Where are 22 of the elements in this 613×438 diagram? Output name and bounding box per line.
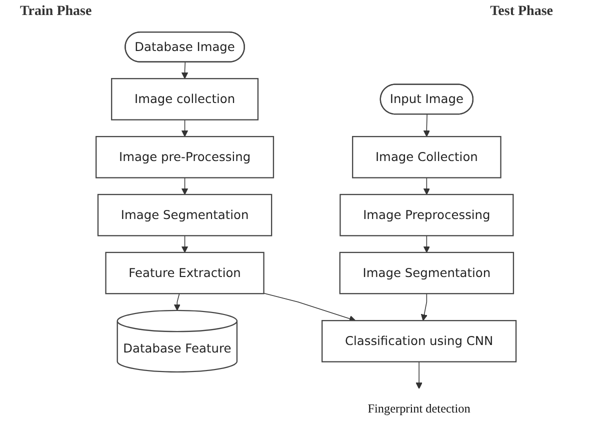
arrow bbox=[424, 177, 430, 195]
node-box: Image Segmentation bbox=[98, 194, 273, 236]
arrow bbox=[182, 177, 189, 195]
arrow bbox=[264, 292, 356, 322]
phase-heading: Test Phase bbox=[490, 4, 553, 21]
arrow bbox=[182, 119, 189, 137]
node-box: Image pre-Processing bbox=[96, 136, 274, 178]
node-box: Image Preprocessing bbox=[340, 194, 514, 236]
phase-heading: Train Phase bbox=[20, 4, 92, 21]
arrow bbox=[174, 293, 181, 311]
node-box: Image Collection bbox=[352, 136, 502, 178]
arrow bbox=[182, 235, 189, 253]
node-box: Feature Extraction bbox=[106, 252, 265, 294]
arrow bbox=[424, 114, 430, 137]
arrow bbox=[182, 62, 189, 79]
arrow bbox=[424, 235, 430, 253]
arrow bbox=[421, 293, 428, 321]
node-box: Image Segmentation bbox=[340, 252, 514, 294]
arrow bbox=[416, 361, 423, 390]
node-box: Image collection bbox=[111, 78, 259, 120]
node-text: Fingerprint detection bbox=[368, 402, 471, 416]
node-box: Classification using CNN bbox=[322, 320, 518, 362]
